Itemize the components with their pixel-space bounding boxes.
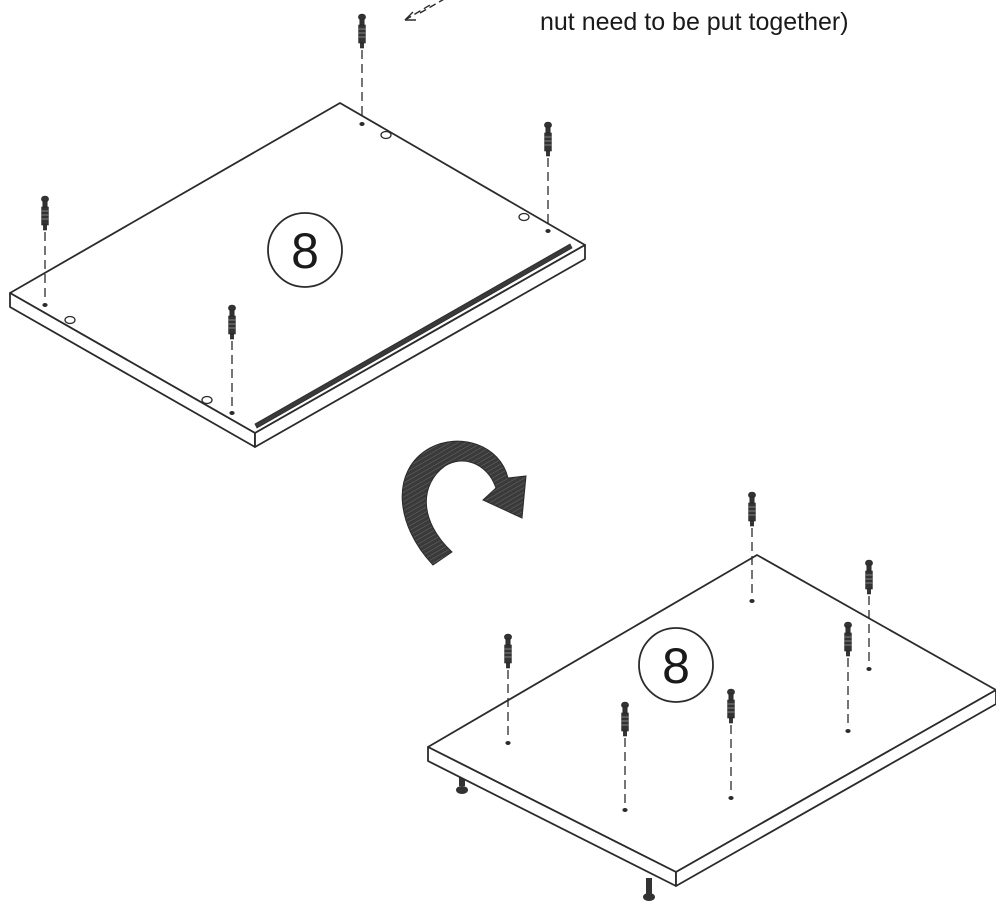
- leveling-foot-icon: [643, 878, 655, 901]
- caption-text: nut need to be put together): [540, 8, 849, 36]
- cam-bolt-icon: [748, 491, 756, 527]
- curved-flip-arrow-icon: [401, 440, 527, 566]
- part-number-label: 8: [291, 223, 319, 279]
- cam-bolt-group-top: [41, 13, 552, 410]
- cam-bolt-icon: [865, 559, 873, 595]
- part-number-badge-top: 8: [267, 212, 343, 288]
- cam-bolt-icon: [357, 13, 367, 49]
- part-number-badge-bottom: 8: [638, 627, 714, 703]
- cam-bolt-group-bottom: [503, 491, 873, 807]
- cam-bolt-icon: [727, 688, 735, 724]
- cam-bolt-icon: [41, 195, 49, 231]
- part-number-label: 8: [662, 638, 690, 694]
- cam-bolt-icon: [503, 633, 513, 669]
- cam-bolt-icon: [621, 701, 629, 737]
- pointer-arrow-icon: [404, 0, 444, 21]
- board-panel-bottom: [427, 554, 996, 901]
- cam-bolt-icon: [227, 304, 237, 340]
- cam-bolt-icon: [844, 621, 852, 657]
- cam-bolt-icon: [544, 121, 552, 157]
